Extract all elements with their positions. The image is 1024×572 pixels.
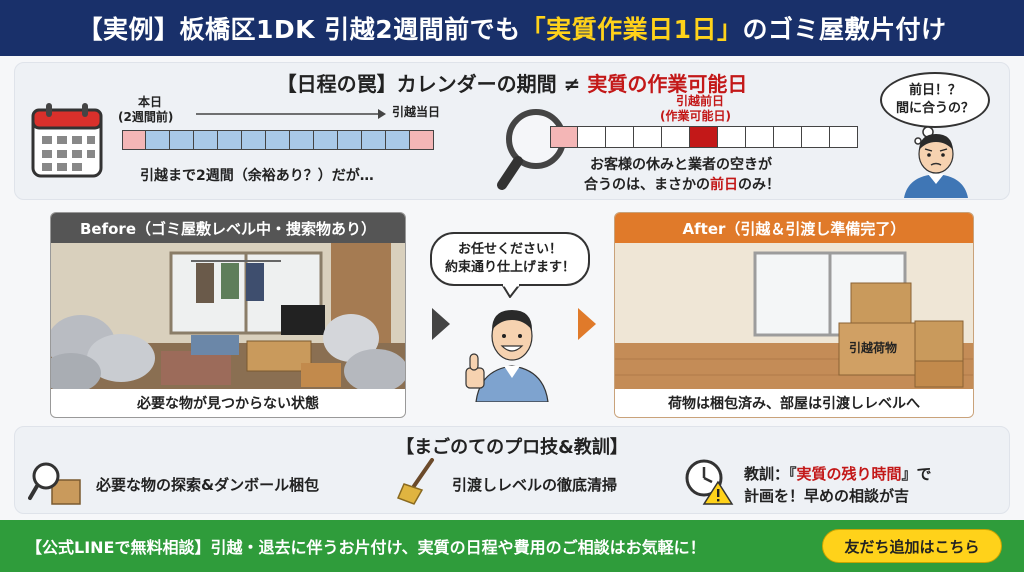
calendar-icon xyxy=(31,103,103,178)
timeline-arrow xyxy=(196,109,386,119)
thought-dots xyxy=(914,126,934,145)
arrow-right-orange xyxy=(578,308,596,340)
real-workday-bar xyxy=(550,126,858,148)
moving-boxes-label: 引越荷物 xyxy=(849,341,898,355)
speech-line2: 約束通り仕上げます！ xyxy=(444,260,575,275)
before-caption: 必要な物が見つからない状態 xyxy=(51,389,405,417)
moving-day-label: 引越当日 xyxy=(392,105,441,119)
day-before-label: 引越前日 xyxy=(676,94,725,108)
trap-title: 【日程の罠】カレンダーの期間 ≠ 実質の作業可能日 xyxy=(0,68,1024,97)
staff-thumbs-up-illustration xyxy=(465,310,549,402)
right-caption-line1: お客様の休みと業者の空きが xyxy=(590,157,772,173)
tip-lesson-red: 実質の残り時間 xyxy=(796,465,902,483)
speech-line1: お任せください！ xyxy=(457,242,562,257)
thought-line1: 前日！？ xyxy=(908,83,961,98)
right-caption-line2-prefix: 合うのは、まさかの xyxy=(584,177,710,193)
header-title-highlight: 「実質作業日1日」 xyxy=(520,15,743,44)
add-friend-button[interactable]: 友だち追加はこちら xyxy=(822,529,1002,563)
tip-lesson-line1: 教訓：『実質の残り時間』で xyxy=(744,463,932,484)
tip-lesson-suffix: 』で xyxy=(901,465,932,483)
tip-lesson-line2: 計画を！早めの相談が吉 xyxy=(744,487,910,505)
speech-tail xyxy=(502,284,522,298)
tip-lesson-prefix: 教訓：『 xyxy=(744,465,797,483)
header-title-suffix: のゴミ屋敷片付け xyxy=(742,15,947,44)
page-header: 【実例】板橋区1DK 引越2週間前でも 「実質作業日1日」 のゴミ屋敷片付け xyxy=(0,0,1024,56)
tip-search-packing: 必要な物の探索&ダンボール梱包 xyxy=(96,476,320,494)
search-box-icon xyxy=(28,462,81,505)
tips-title: 【まごのてのプロ技&教訓】 xyxy=(396,437,628,458)
right-caption-line2-suffix: のみ！ xyxy=(738,177,780,193)
worried-customer-illustration xyxy=(904,134,968,198)
arrow-right-gray xyxy=(432,308,450,340)
clean-room-illustration xyxy=(615,243,973,391)
footer-text: 【公式LINEで無料相談】引越・退去に伴うお片付け、実質の日程や費用のご相談はお… xyxy=(26,538,706,557)
after-header: After（引越＆引渡し準備完了） xyxy=(615,213,973,243)
after-caption: 荷物は梱包済み、部屋は引渡しレベルへ xyxy=(615,389,973,417)
before-header: Before（ゴミ屋敷レベル中・捜索物あり） xyxy=(51,213,405,243)
today-label: 本日 xyxy=(138,95,163,109)
left-caption: 引越まで2週間（余裕あり？）だが… xyxy=(140,168,374,184)
right-caption-line2: 合うのは、まさかの前日のみ！ xyxy=(584,174,780,194)
thought-bubble: 前日！？ 間に合うの？ xyxy=(880,72,990,128)
before-panel: Before（ゴミ屋敷レベル中・捜索物あり） 必要な物が見つからない状態 xyxy=(50,212,406,418)
messy-room-illustration xyxy=(51,243,405,391)
tip-cleaning: 引渡しレベルの徹底清掃 xyxy=(452,476,618,494)
footer-banner: 【公式LINEで無料相談】引越・退去に伴うお片付け、実質の日程や費用のご相談はお… xyxy=(0,520,1024,572)
trap-title-red: 実質の作業可能日 xyxy=(587,72,748,96)
header-title-prefix: 【実例】板橋区1DK 引越2週間前でも xyxy=(77,15,521,44)
broom-icon xyxy=(397,458,434,505)
right-caption-line2-red: 前日 xyxy=(710,177,738,193)
staff-speech-bubble: お任せください！ 約束通り仕上げます！ xyxy=(430,232,590,286)
day-before-sub-label: (作業可能日) xyxy=(660,109,731,123)
trap-title-main: 【日程の罠】カレンダーの期間 ≠ xyxy=(276,72,588,96)
magnifier-icon xyxy=(497,109,566,190)
tips-panel xyxy=(14,426,1010,514)
clock-warning-icon xyxy=(685,459,734,505)
today-sub-label: (2週間前) xyxy=(118,110,174,124)
after-panel: After（引越＆引渡し準備完了） 引越荷物 荷物は梱包済み、部屋は引渡しレベル… xyxy=(614,212,974,418)
two-week-bar xyxy=(122,130,434,150)
thought-line2: 間に合うの？ xyxy=(895,101,974,116)
